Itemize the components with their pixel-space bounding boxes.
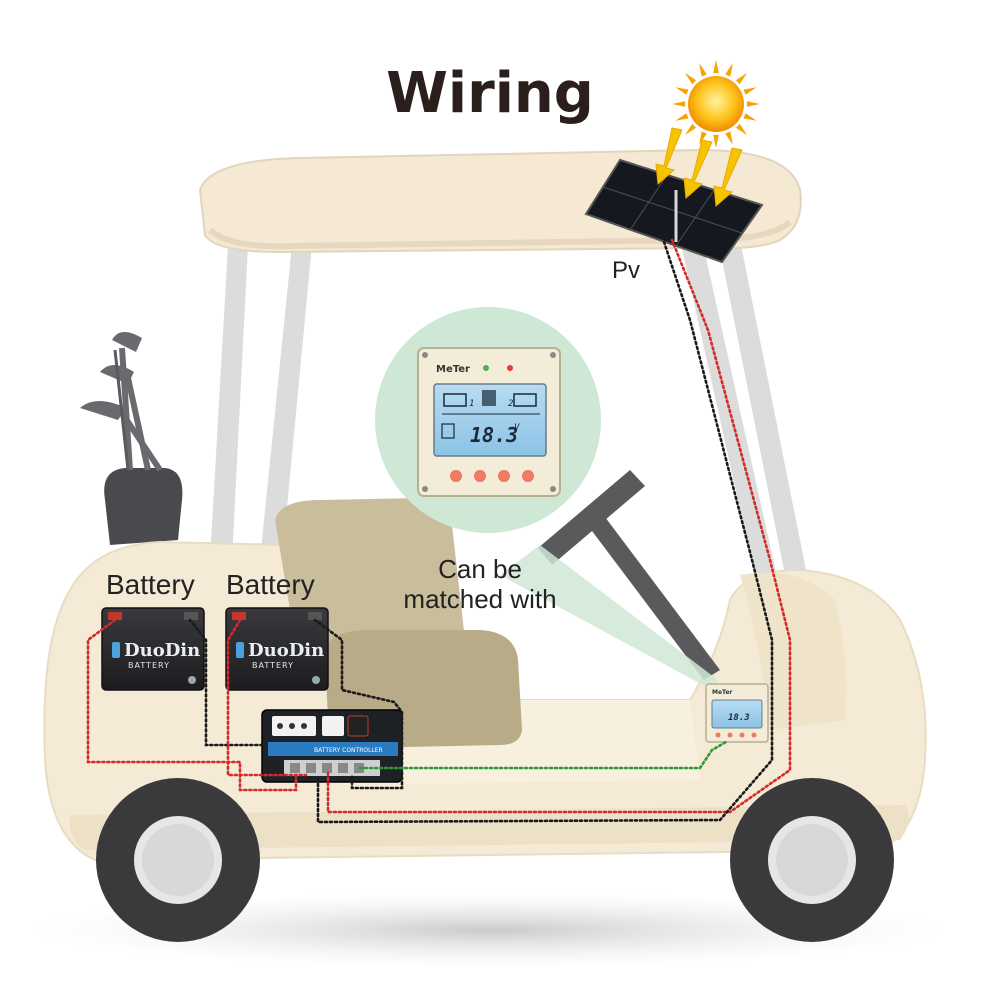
controller-band-text: BATTERY CONTROLLER <box>314 747 383 754</box>
sun-ray <box>746 101 760 107</box>
meter-button-3 <box>498 470 510 482</box>
wire-pv-red <box>326 238 792 814</box>
battery-1-brand: DuoDin <box>124 640 200 661</box>
battery-2-subtitle: BATTERY <box>252 661 294 670</box>
sun-ray <box>735 123 748 136</box>
sun-ray <box>699 131 707 145</box>
sun-ray <box>672 101 686 107</box>
sun-ray <box>743 87 757 95</box>
small-meter-reading: 18.3 <box>728 713 750 723</box>
golf-bag-icon <box>80 331 183 545</box>
sun-ray <box>743 113 757 121</box>
meter-batt2: 2 <box>508 399 513 409</box>
wire-battery1-red <box>86 618 298 792</box>
battery-icon: DuoDin BATTERY <box>225 607 329 691</box>
pv-label: Pv <box>612 257 640 284</box>
sun-ray <box>735 72 748 85</box>
sun-ray <box>684 72 697 85</box>
sun-ray <box>675 113 689 121</box>
wiring-lines <box>86 238 792 824</box>
meter-button-2 <box>474 470 486 482</box>
meter-reading: 18.3 <box>470 423 518 447</box>
small-meter-brand: MeTer <box>712 689 732 696</box>
front-wheel <box>730 778 894 942</box>
ground-shadow <box>30 892 950 968</box>
steering-wheel-icon <box>538 470 720 680</box>
callout-line-2: matched with <box>403 584 556 614</box>
controller-icon: BATTERY CONTROLLER <box>261 709 403 783</box>
sunlight-arrows <box>655 127 743 208</box>
meter-button-1 <box>450 470 462 482</box>
meter-icon: MeTer 1 2 18.3 V <box>417 347 561 497</box>
meter-unit: V <box>514 423 520 433</box>
wire-battery2-black <box>313 618 404 790</box>
sun-ray <box>675 87 689 95</box>
battery-label-1: Battery <box>106 569 195 600</box>
small-meter-icon: MeTer 18.3 <box>705 683 769 743</box>
sun-ray <box>725 131 733 145</box>
callout-line-1: Can be <box>438 554 522 584</box>
sun-ray <box>713 134 719 148</box>
meter-brand: MeTer <box>436 364 470 375</box>
wire-battery2-red <box>226 618 308 777</box>
solar-panel-icon <box>584 158 764 264</box>
meter-button-4 <box>522 470 534 482</box>
callout-cone <box>500 545 718 690</box>
sun-ray <box>713 60 719 74</box>
wire-battery1-black <box>188 618 264 747</box>
diagram-title: Wiring <box>386 61 594 126</box>
rear-wheel <box>96 778 260 942</box>
meter-batt1: 1 <box>469 399 474 409</box>
wire-pv-black <box>316 240 774 824</box>
wire-meter-green <box>358 740 728 770</box>
sun-ray <box>699 63 707 77</box>
sun-ray <box>725 63 733 77</box>
battery-label-2: Battery <box>226 569 315 600</box>
battery-2-brand: DuoDin <box>248 640 324 661</box>
battery-1-subtitle: BATTERY <box>128 661 170 670</box>
sun-icon <box>672 60 760 148</box>
sun-ray <box>684 123 697 136</box>
battery-icon: DuoDin BATTERY <box>101 607 205 691</box>
